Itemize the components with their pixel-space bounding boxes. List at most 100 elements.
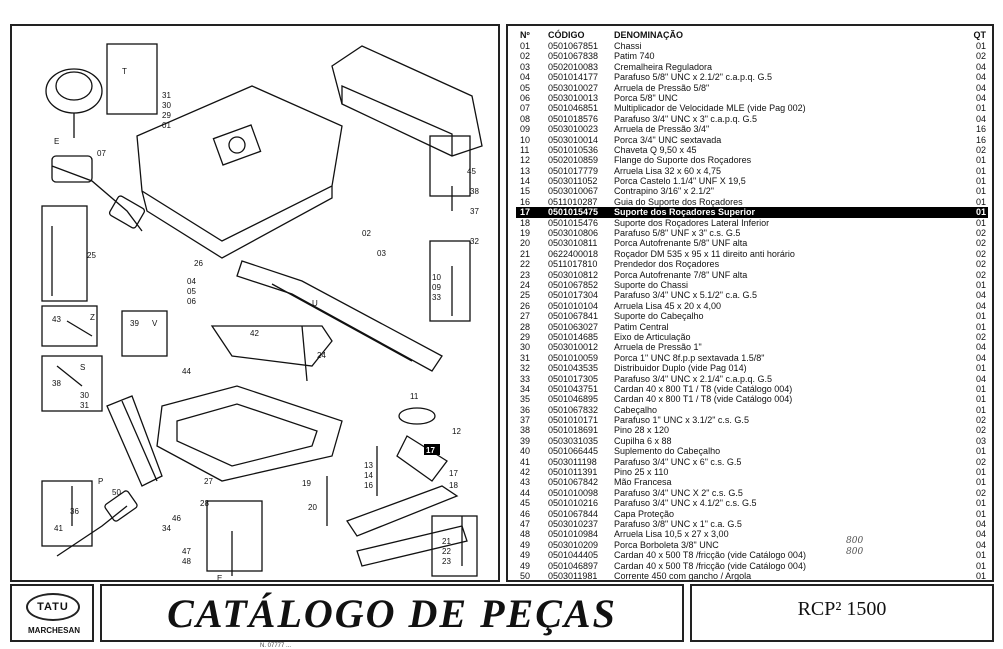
row-qt: 02 bbox=[975, 415, 986, 426]
row-code: 0501063027 bbox=[548, 321, 599, 332]
highlight-callout: 17 bbox=[426, 446, 435, 455]
catalog-title-box: CATÁLOGO DE PEÇAS bbox=[100, 584, 684, 642]
row-no: 38 bbox=[520, 425, 531, 436]
row-qt: 04 bbox=[975, 300, 986, 311]
row-denomination: Flange do Suporte dos Roçadores bbox=[614, 155, 752, 166]
row-code: 0501018691 bbox=[548, 425, 599, 436]
row-no: 22 bbox=[520, 259, 531, 270]
row-qt: 16 bbox=[975, 134, 986, 145]
row-denomination: Parafuso 1" UNC x 3.1/2" c.s. G.5 bbox=[614, 415, 749, 426]
row-denomination: Pino 25 x 110 bbox=[614, 467, 669, 478]
row-qt: 16 bbox=[975, 124, 986, 135]
row-denomination: Porca 1" UNC 8f.p.p sextavada 1.5/8" bbox=[614, 352, 765, 363]
row-no: 49 bbox=[520, 550, 531, 561]
row-no: 48 bbox=[520, 529, 531, 540]
row-no: 23 bbox=[520, 269, 531, 280]
row-denomination: Parafuso 3/4" UNC x 4.1/2" c.s. G.5 bbox=[614, 498, 757, 509]
row-code: 0503011981 bbox=[548, 570, 598, 581]
row-denomination: Arruela de Pressão 3/4" bbox=[614, 124, 710, 135]
row-code: 0501018576 bbox=[548, 113, 599, 124]
row-denomination: Cabeçalho bbox=[614, 404, 658, 415]
row-code: 0501014177 bbox=[548, 72, 599, 83]
row-code: 0503031035 bbox=[548, 435, 599, 446]
row-no: 49 bbox=[520, 560, 531, 571]
row-qt: 02 bbox=[975, 487, 986, 498]
row-denomination: Cupilha 6 x 88 bbox=[614, 435, 672, 446]
row-no: 25 bbox=[520, 290, 531, 301]
row-denomination: Suporte do Chassi bbox=[614, 279, 689, 290]
diagram-callout: S bbox=[80, 363, 85, 372]
diagram-callout: 44 bbox=[182, 367, 191, 376]
row-code: 0501010098 bbox=[548, 487, 599, 498]
row-qt: 01 bbox=[975, 467, 986, 478]
logo-subtitle: MARCHESAN bbox=[28, 626, 80, 635]
diagram-callout: 28 bbox=[200, 499, 209, 508]
diagram-callout: U bbox=[312, 299, 318, 308]
diagram-callout: 45 bbox=[467, 167, 476, 176]
diagram-callout: 38 bbox=[470, 187, 479, 196]
row-qt: 01 bbox=[975, 394, 986, 405]
row-denomination: Arruela Lisa 45 x 20 x 4,00 bbox=[614, 300, 722, 311]
diagram-callout: 17 bbox=[449, 469, 458, 478]
row-denomination: Arruela Lisa 32 x 60 x 4,75 bbox=[614, 165, 722, 176]
row-qt: 01 bbox=[975, 570, 986, 581]
row-qt: 01 bbox=[975, 165, 986, 176]
row-code: 0511017810 bbox=[548, 259, 598, 270]
row-qt: 04 bbox=[975, 113, 986, 124]
row-no: 17 bbox=[520, 207, 531, 218]
diagram-callout: 41 bbox=[54, 524, 63, 533]
diagram-callout: 39 bbox=[130, 319, 139, 328]
diagram-callout: 43 bbox=[52, 315, 61, 324]
row-qt: 02 bbox=[975, 51, 986, 62]
row-code: 0501010216 bbox=[548, 498, 599, 509]
diagram-callout: 10 bbox=[432, 273, 441, 282]
row-qt: 04 bbox=[975, 373, 986, 384]
row-code: 0501046851 bbox=[548, 103, 599, 114]
row-no: 28 bbox=[520, 321, 531, 332]
row-no: 31 bbox=[520, 352, 531, 363]
bottom-note: N. 07777 ... bbox=[260, 643, 292, 649]
row-denomination: Distribuidor Duplo (vide Pag 014) bbox=[614, 363, 747, 374]
row-code: 0501046895 bbox=[548, 394, 599, 405]
row-denomination: Cardan 40 x 500 T8 /fricção (vide Catálo… bbox=[614, 560, 806, 571]
row-code: 0503011052 bbox=[548, 176, 598, 187]
row-qt: 01 bbox=[975, 207, 986, 218]
diagram-callout: 02 bbox=[362, 229, 371, 238]
diagram-callout: 12 bbox=[452, 427, 461, 436]
brand-logo-box: TATU MARCHESAN bbox=[10, 584, 94, 642]
diagram-callout: 24 bbox=[317, 351, 326, 360]
row-qt: 04 bbox=[975, 61, 986, 72]
row-no: 10 bbox=[520, 134, 531, 145]
row-qt: 01 bbox=[975, 41, 986, 51]
diagram-callout: 14 bbox=[364, 471, 373, 480]
row-no: 24 bbox=[520, 279, 531, 290]
diagram-callout: 37 bbox=[470, 207, 479, 216]
row-qt: 04 bbox=[975, 82, 986, 93]
row-no: 37 bbox=[520, 415, 531, 426]
row-denomination: Parafuso 5/8" UNC x 2.1/2" c.a.p.q. G.5 bbox=[614, 72, 772, 83]
row-denomination: Cardan 40 x 800 T1 / T8 (vide Catálogo 0… bbox=[614, 383, 793, 394]
row-denomination: Cardan 40 x 800 T1 / T8 (vide Catálogo 0… bbox=[614, 394, 793, 405]
row-no: 46 bbox=[520, 508, 531, 519]
row-qt: 01 bbox=[975, 446, 986, 457]
row-qt: 02 bbox=[975, 238, 986, 249]
header-qt: QT bbox=[973, 30, 987, 40]
